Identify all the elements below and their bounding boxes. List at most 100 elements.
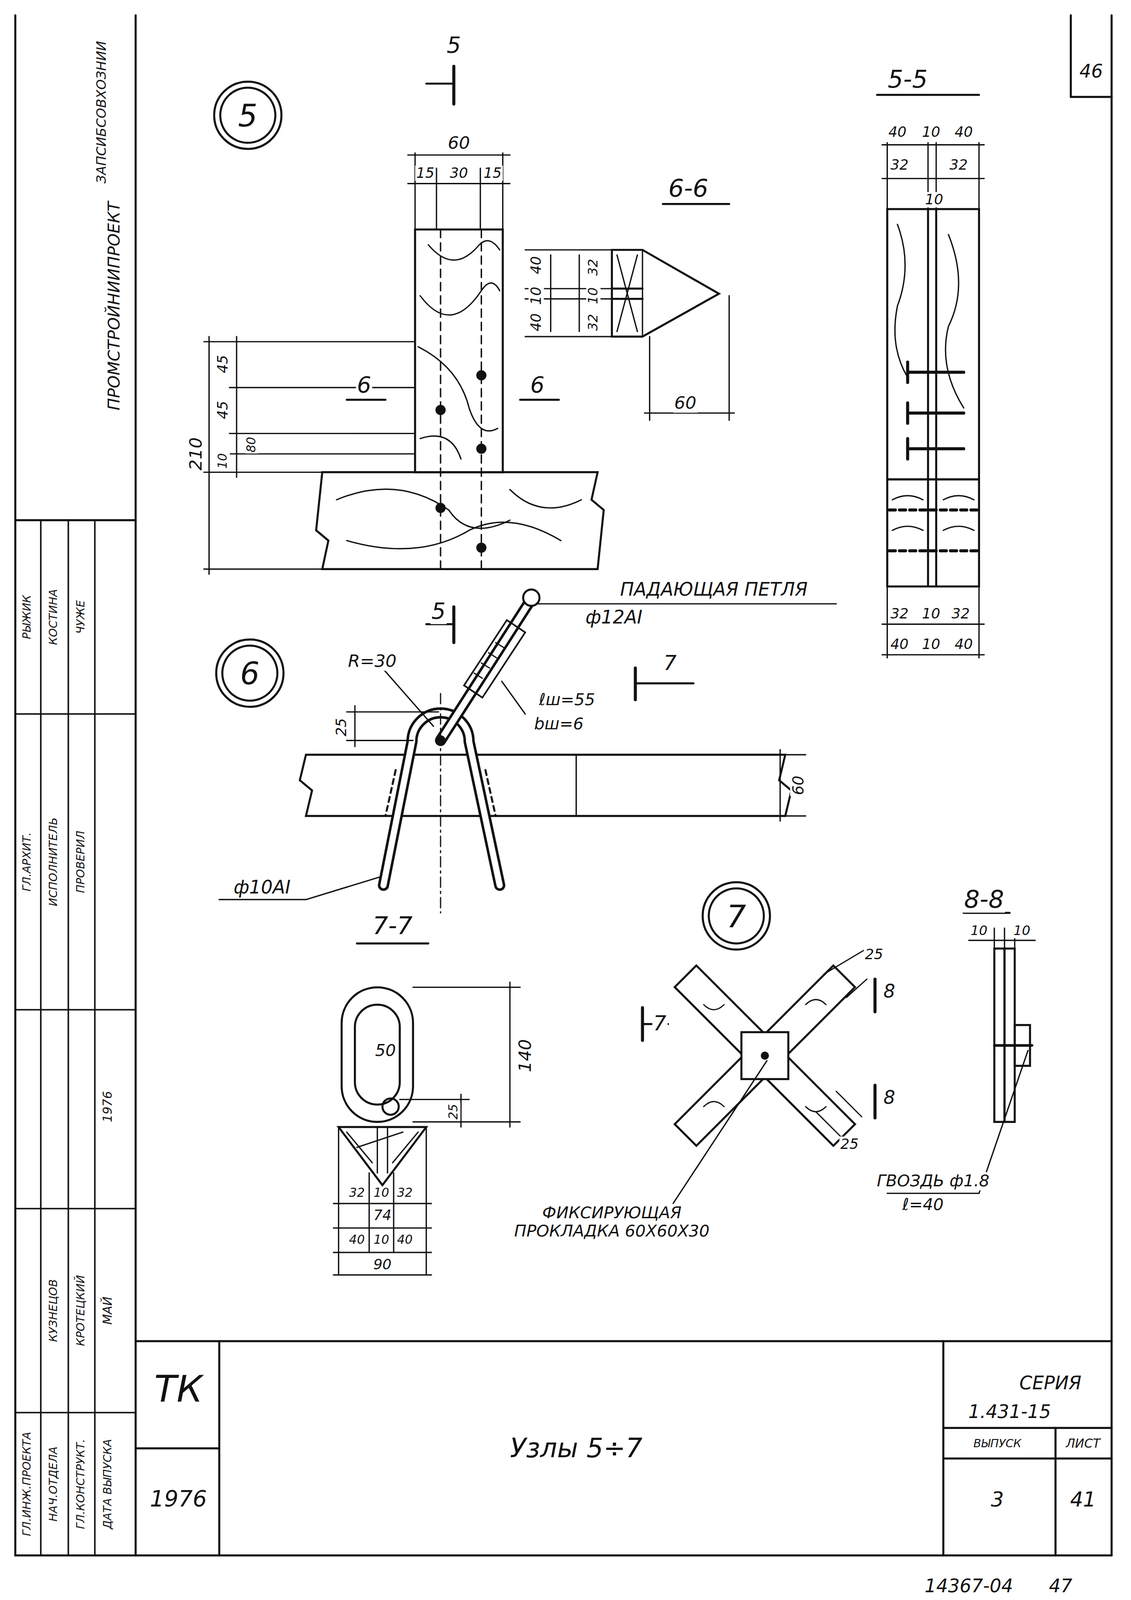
dimension-label: 60 <box>446 133 472 153</box>
dimension-label: 40 <box>889 636 910 653</box>
rotated-label: 32 <box>586 257 601 277</box>
rotated-label: ГЛ.КОНСТРУКТ. <box>75 1437 88 1531</box>
dimension-label: 46 <box>1078 61 1105 82</box>
dimension-label: 30 <box>448 165 469 182</box>
dimension-label: 6 <box>355 373 373 398</box>
dimension-label: 40 <box>953 124 974 141</box>
dimension-label: 25 <box>839 1136 860 1152</box>
dimension-label: 10 <box>920 636 941 653</box>
dimension-label: 5 <box>445 33 462 59</box>
dimension-label: 7 <box>652 1011 668 1034</box>
dimension-label: 15 <box>415 165 436 182</box>
rotated-label: ПРОВЕРИЛ <box>75 829 88 894</box>
dimension-label: 10 <box>920 606 941 622</box>
dimension-label: 74 <box>372 1207 393 1224</box>
rotated-label: 80 <box>245 435 259 454</box>
dimension-label: 8 <box>882 980 897 1002</box>
dimension-label: 8 <box>882 1087 897 1108</box>
dimension-label: 40 <box>887 124 908 141</box>
dimension-label: 5 <box>430 599 447 625</box>
dimension-label: 1.431-15 <box>967 1401 1052 1422</box>
dimension-label: 32 <box>395 1186 414 1200</box>
rotated-label: 140 <box>515 1037 535 1074</box>
dimension-label: 60 <box>673 393 698 413</box>
dimension-label: 10 <box>920 124 941 141</box>
callout-circle: 7 <box>701 881 772 951</box>
rotated-label: ГЛ.ИНЖ.ПРОЕКТА <box>21 1430 34 1537</box>
rotated-label: НАЧ.ОТДЕЛА <box>47 1445 61 1523</box>
dimension-label: 32 <box>950 606 971 622</box>
dimension-label: ФИКСИРУЮЩАЯ ПРОКЛАДКА 60Х60Х30 <box>493 1203 731 1240</box>
rotated-label: 10 <box>586 286 601 306</box>
rotated-label: МАЙ <box>101 1295 115 1326</box>
dimension-label: 40 <box>395 1233 414 1247</box>
rotated-label: 210 <box>186 436 206 472</box>
rotated-label: 25 <box>446 1102 461 1121</box>
dimension-label: 32 <box>948 157 969 173</box>
rotated-label: КОСТИНА <box>47 587 61 646</box>
rotated-label: ИСПОЛНИТЕЛЬ <box>47 816 61 908</box>
dimension-label: 6 <box>529 373 546 398</box>
rotated-label: 25 <box>333 716 350 737</box>
rotated-label: 40 <box>528 311 545 333</box>
rotated-label: 10 <box>528 285 545 306</box>
dimension-label: 50 <box>373 1041 397 1060</box>
dimension-label: ГВОЗДЬ ф1.8 <box>875 1172 991 1190</box>
dimension-label: bш=6 <box>533 715 585 733</box>
rotated-label: КУЗНЕЦОВ <box>47 1277 61 1343</box>
callout-number: 6 <box>240 655 260 691</box>
dimension-label: 25 <box>863 946 884 963</box>
rotated-label: ЧУЖЕ <box>75 599 88 635</box>
dimension-label: 1976 <box>148 1486 208 1512</box>
callout-circle: 5 <box>212 80 283 151</box>
dimension-label: 10 <box>372 1186 391 1200</box>
rotated-label: 45 <box>215 353 232 374</box>
dimension-label: 6-6 <box>667 175 710 203</box>
dimension-label: 7-7 <box>371 912 414 940</box>
rotated-label: ПРОМСТРОЙНИИПРОЕКТ <box>105 200 124 412</box>
dimension-label: 47 <box>1047 1575 1074 1596</box>
dimension-label: ф10АI <box>232 876 292 898</box>
dimension-label: ТК <box>153 1368 204 1410</box>
dimension-label: 90 <box>372 1256 393 1273</box>
dimension-label: 8-8 <box>963 886 1006 914</box>
rotated-label: ДАТА ВЫПУСКА <box>102 1437 115 1531</box>
dimension-label: 3 <box>990 1488 1006 1511</box>
dimension-label: ℓш=55 <box>538 690 597 709</box>
rotated-label: 10 <box>216 451 230 470</box>
callout-number: 7 <box>726 897 747 934</box>
dimension-label: 32 <box>889 606 910 622</box>
dimension-label: СЕРИЯ <box>1018 1372 1083 1393</box>
callout-circle: 6 <box>215 638 285 708</box>
dimension-label: 10 <box>372 1233 391 1247</box>
dimension-label: ℓ=40 <box>901 1195 945 1214</box>
dimension-label: ПАДАЮЩАЯ ПЕТЛЯ <box>619 579 810 600</box>
dimension-label: 40 <box>953 636 974 653</box>
rotated-label: 60 <box>789 774 807 796</box>
rotated-label: ЗАПСИБСОВХОЗНИИ <box>94 40 110 185</box>
dimension-label: ЛИСТ <box>1064 1437 1102 1451</box>
dimension-label: ВЫПУСК <box>972 1437 1023 1451</box>
dimension-label: R=30 <box>347 651 398 671</box>
dimension-label: 10 <box>923 191 945 208</box>
rotated-label: 1976 <box>101 1089 115 1124</box>
dimension-label: 32 <box>889 157 910 173</box>
sheet-title: Узлы 5÷7 <box>508 1433 644 1463</box>
dimension-label: 32 <box>347 1186 366 1200</box>
rotated-label: КРОТЕЦКИЙ <box>75 1273 88 1347</box>
dimension-label: 5-5 <box>886 66 929 94</box>
dimension-label: ф12АI <box>584 607 644 628</box>
dimension-label: 10 <box>1012 923 1032 939</box>
rotated-label: 32 <box>586 312 601 332</box>
dimension-label: 40 <box>347 1233 366 1247</box>
dimension-label: 7 <box>662 651 678 675</box>
dimension-label: 15 <box>482 165 503 182</box>
rotated-label: 45 <box>215 399 232 421</box>
rotated-label: ГЛ.АРХИТ. <box>21 830 34 893</box>
dimension-label: 14367-04 <box>923 1575 1014 1596</box>
rotated-label: РЫЖИК <box>21 593 34 641</box>
rotated-label: 40 <box>528 254 545 275</box>
dimension-label: 41 <box>1068 1488 1097 1511</box>
